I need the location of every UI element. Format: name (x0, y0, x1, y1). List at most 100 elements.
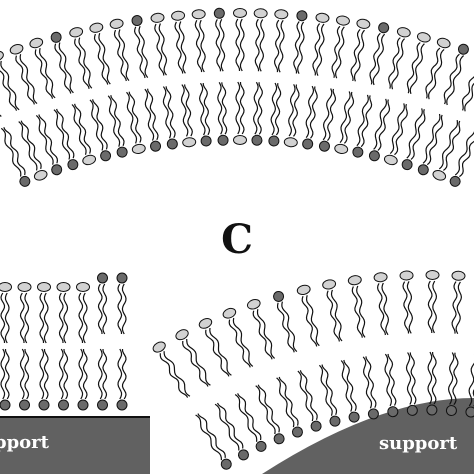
lipid-tail (117, 348, 123, 400)
lipid-headgroup (449, 175, 461, 187)
inner-leaflet-lipid (432, 120, 461, 181)
lipid-tail (464, 82, 474, 112)
lipid-headgroup (318, 140, 330, 152)
lipid-tail (327, 88, 337, 141)
curved-free-bilayer (0, 7, 474, 187)
distal-leaflet-lipid (222, 307, 254, 368)
lipid-tail (216, 402, 244, 449)
lipid-tail (235, 18, 241, 72)
lipid-tail (432, 280, 438, 334)
proximal-leaflet-lipid (19, 348, 30, 411)
lipid-tail (78, 37, 93, 89)
right-support-dome (262, 398, 474, 474)
lipid-tail (195, 414, 222, 461)
lipid-tail (184, 84, 193, 137)
lipid-headgroup (383, 154, 398, 166)
lipid-tail (277, 302, 295, 353)
lipid-tail (281, 301, 298, 352)
lipid-tail (330, 289, 343, 342)
lipid-headgroup (191, 9, 206, 20)
outer-leaflet-lipid (293, 10, 308, 74)
lipid-headgroup (268, 135, 280, 147)
lipid-headgroup (352, 146, 364, 158)
lipid-tail (305, 295, 320, 347)
lipid-tail (39, 292, 45, 344)
lipid-tail (257, 82, 263, 135)
lipid-headgroup (69, 27, 84, 38)
lipid-headgroup (255, 440, 267, 452)
proximal-leaflet-lipid (116, 348, 128, 411)
lipid-headgroup (200, 135, 212, 147)
lipid-tail (422, 113, 441, 164)
inner-leaflet-lipid (417, 113, 444, 176)
lipid-tail (273, 19, 281, 73)
lipid-tail (443, 53, 460, 105)
lipid-headgroup (417, 164, 429, 176)
lipid-tail (43, 292, 49, 344)
lipid-tail (4, 292, 10, 344)
proximal-leaflet-lipid (384, 353, 399, 418)
lipid-tail (274, 83, 282, 136)
lipid-tail (174, 21, 184, 74)
lipid-headgroup (77, 399, 89, 411)
curved-support-group (262, 398, 474, 474)
lipid-tail (197, 413, 226, 458)
lipid-tail (452, 352, 459, 406)
outer-leaflet-lipid (312, 12, 330, 76)
lipid-tail (15, 55, 35, 105)
lipid-headgroup (322, 279, 337, 290)
lipid-tail (102, 283, 108, 335)
lipid-tail (24, 292, 30, 344)
lipid-headgroup (233, 135, 247, 145)
distal-leaflet-lipid (56, 282, 71, 344)
lipid-tail (451, 281, 458, 334)
outer-leaflet-lipid (350, 18, 371, 82)
proximal-leaflet-lipid (426, 351, 438, 416)
lipid-headgroup (274, 9, 289, 20)
lipid-tail (20, 120, 42, 169)
lipid-headgroup (356, 18, 371, 29)
lipid-headgroup (82, 154, 97, 166)
lipid-tail (128, 91, 142, 143)
lipid-tail (19, 54, 38, 105)
lipid-tail (381, 282, 390, 336)
distal-leaflet-lipid (17, 282, 32, 344)
lipid-headgroup (29, 37, 44, 49)
lipid-tail (74, 38, 90, 89)
lipid-tail (305, 85, 315, 139)
lipid-headgroup (396, 27, 411, 38)
lipid-headgroup (273, 433, 285, 445)
lipid-tail (406, 42, 421, 94)
lipid-tail (455, 281, 463, 335)
lipid-tail (334, 26, 345, 79)
lipid-tail (293, 21, 301, 74)
lipid-headgroup (432, 170, 447, 181)
lipid-tail (154, 23, 165, 76)
lipid-headgroup (315, 12, 330, 23)
outer-leaflet-lipid (369, 22, 390, 86)
lipid-tail (214, 403, 240, 451)
lipid-tail (39, 48, 56, 99)
lipid-tail (19, 292, 25, 344)
lipid-tail (234, 394, 258, 442)
outer-leaflet-lipid (131, 15, 149, 79)
lipid-headgroup (335, 15, 350, 26)
lipid-tail (276, 377, 295, 428)
lipid-tail (443, 120, 461, 171)
lipid-tail (78, 292, 84, 344)
lipid-tail (316, 23, 325, 76)
lipid-headgroup (310, 420, 322, 432)
outer-leaflet-lipid (171, 10, 187, 74)
outer-leaflet-lipid (109, 18, 130, 82)
lipid-tail (235, 81, 241, 135)
lipid-tail (321, 364, 338, 415)
lipid-headgroup (152, 341, 166, 353)
lipid-tail (343, 91, 355, 144)
lipid-tail (447, 352, 455, 405)
lipid-headgroup (109, 18, 124, 29)
lipid-headgroup (38, 399, 50, 411)
lipid-headgroup (58, 399, 69, 411)
outer-leaflet-lipid (29, 37, 56, 99)
lipid-headgroup (116, 272, 128, 284)
lipid-tail (186, 338, 211, 386)
